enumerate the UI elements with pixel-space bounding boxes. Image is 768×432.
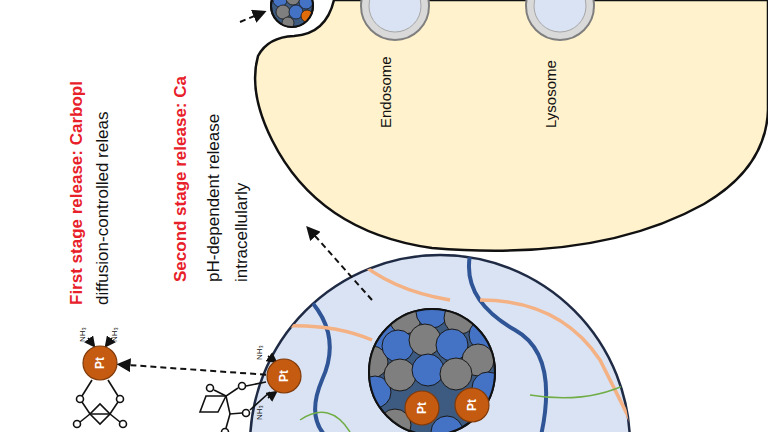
chemical-group: NH₃ bbox=[255, 396, 265, 420]
release-note: pH-dependent release intracellularly bbox=[200, 82, 256, 282]
release-note: First stage release: Carbopl bbox=[66, 0, 88, 305]
nanoparticle bbox=[245, 255, 640, 432]
element-symbol: Pt bbox=[278, 370, 290, 382]
platinum-atom: Pt bbox=[454, 387, 490, 423]
organelle-label: Lysosome bbox=[542, 48, 560, 128]
chemical-group: NH₃ bbox=[78, 318, 88, 342]
element-symbol: Pt bbox=[466, 399, 478, 411]
leader-arrow bbox=[308, 228, 372, 300]
platinum-atom: Pt bbox=[266, 358, 302, 394]
element-symbol: Pt bbox=[94, 357, 106, 369]
carboplatin-structure bbox=[200, 356, 276, 432]
platinum-atom: Pt bbox=[404, 390, 440, 426]
cell-shape: Endosome Lysosome bbox=[250, 0, 768, 264]
release-arrow bbox=[118, 364, 266, 374]
release-note: Second stage release: Ca bbox=[170, 0, 192, 282]
leader-arrow bbox=[240, 12, 264, 22]
platinum-atom: Pt bbox=[82, 345, 118, 381]
chemical-group: NH₃ bbox=[255, 336, 265, 360]
organelle-label: Endosome bbox=[377, 48, 395, 128]
release-note: diffusion-controlled releas bbox=[92, 0, 114, 305]
chemical-group: NH₃ bbox=[110, 318, 120, 342]
carboplatin-structure bbox=[74, 338, 127, 428]
element-symbol: Pt bbox=[416, 402, 428, 414]
cell-outline bbox=[250, 0, 768, 264]
